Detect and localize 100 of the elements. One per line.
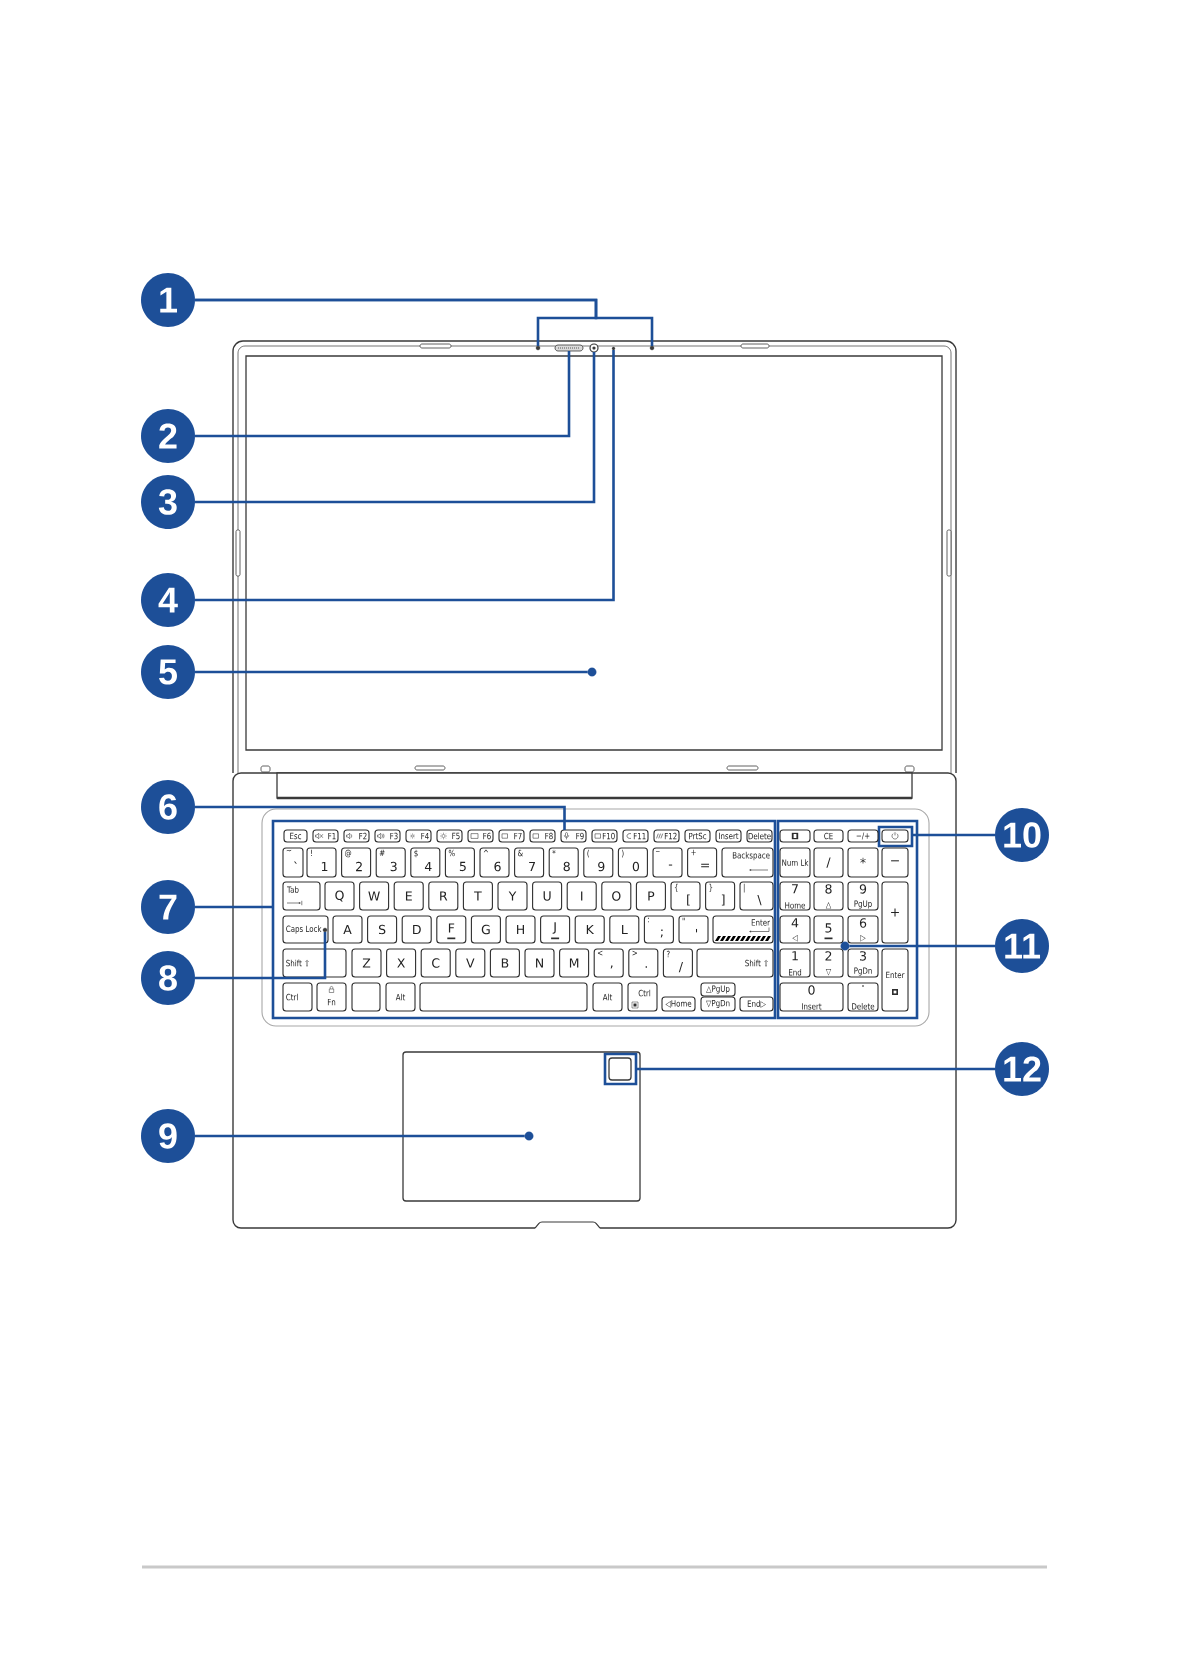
key: 0 Insert [779, 982, 844, 1012]
key: F3 [374, 829, 401, 843]
highlight-frame [271, 819, 777, 1020]
key: % 5 [444, 847, 475, 878]
indicator-light [322, 927, 328, 933]
key: : ; [643, 915, 674, 944]
key [779, 829, 811, 843]
key: 2 ▽ [813, 948, 844, 978]
key: V [455, 948, 486, 978]
key: W [359, 881, 390, 911]
callout-number: 11 [995, 919, 1049, 973]
key: F7 [498, 829, 525, 843]
key: Enter [712, 915, 774, 944]
key: ^ 6 [479, 847, 510, 878]
key: " ' [678, 915, 709, 944]
key: U [532, 881, 563, 911]
key: J [540, 915, 571, 944]
microphone-hole [649, 345, 655, 351]
key: 5 [813, 915, 844, 944]
key: 4 ◁ [779, 915, 811, 944]
camera-lens [589, 343, 599, 353]
key: Enter [881, 948, 909, 1012]
key: D [401, 915, 432, 944]
key: ! 1 [306, 847, 337, 878]
leader-line [195, 905, 273, 909]
fingerprint-sensor [608, 1057, 632, 1081]
key: $ 4 [410, 847, 441, 878]
callout-number: 10 [995, 808, 1049, 862]
key: ( 9 [583, 847, 614, 878]
key: * [847, 847, 879, 878]
leader-line [849, 944, 995, 948]
callout-number: 4 [141, 573, 195, 627]
key: { [ [670, 881, 701, 911]
key: Tab [282, 881, 321, 911]
key: X [386, 948, 417, 978]
key: F6 [467, 829, 494, 843]
key: _ - [652, 847, 683, 878]
highlight-frame [776, 819, 919, 1020]
key: O [601, 881, 632, 911]
key: F10 [591, 829, 618, 843]
key: + = [687, 847, 718, 878]
key: A [332, 915, 363, 944]
key: Q [324, 881, 355, 911]
key: F11 [622, 829, 649, 843]
key: F [436, 915, 467, 944]
key: C [420, 948, 451, 978]
key: ? / [662, 948, 693, 978]
key: 8 △ [813, 881, 844, 911]
key: Z [351, 948, 382, 978]
highlight-frame [603, 1052, 638, 1086]
callout-number: 7 [141, 880, 195, 934]
key: E [393, 881, 424, 911]
key: 9 PgUp [847, 881, 879, 911]
key: F5 [436, 829, 463, 843]
key: Insert [715, 829, 742, 843]
leader-line [195, 670, 588, 674]
callout-number: 6 [141, 780, 195, 834]
key: F1 [312, 829, 339, 843]
key: Delete [746, 829, 773, 843]
callout-number: 3 [141, 475, 195, 529]
leader-line [912, 833, 995, 837]
key: F2 [343, 829, 370, 843]
key: ◁Home [661, 996, 696, 1012]
camera-shutter [554, 344, 584, 352]
key: F8 [529, 829, 556, 843]
key: Num Lk [779, 847, 811, 878]
key: K [574, 915, 605, 944]
key [419, 982, 588, 1012]
callout-number: 12 [995, 1042, 1049, 1096]
key: 6 ▷ [847, 915, 879, 944]
indicator-light [611, 346, 616, 351]
key: T [462, 881, 493, 911]
key: P [635, 881, 666, 911]
key: & 7 [514, 847, 545, 878]
key: △PgUp [700, 982, 736, 997]
key [351, 982, 381, 1012]
callout-number: 9 [141, 1109, 195, 1163]
key: @ 2 [341, 847, 372, 878]
key: 7 Home [779, 881, 811, 911]
leader-line [195, 350, 615, 602]
leader-line [195, 351, 571, 438]
key: * 8 [548, 847, 579, 878]
key: } ] [705, 881, 736, 911]
key: End▷ [739, 996, 774, 1012]
key: F9 [560, 829, 587, 843]
key: I [566, 881, 597, 911]
key: S [367, 915, 398, 944]
key: / [813, 847, 844, 878]
key: CE [813, 829, 844, 843]
key: L [609, 915, 640, 944]
key: M [559, 948, 590, 978]
key: F12 [653, 829, 680, 843]
callout-number: 5 [141, 645, 195, 699]
key: Esc [283, 829, 308, 843]
touchpad [402, 1051, 641, 1202]
leader-line [636, 1067, 995, 1071]
key: Y [497, 881, 528, 911]
key: > . [628, 948, 659, 978]
leader-line [195, 1134, 525, 1138]
callout-number: 2 [141, 409, 195, 463]
